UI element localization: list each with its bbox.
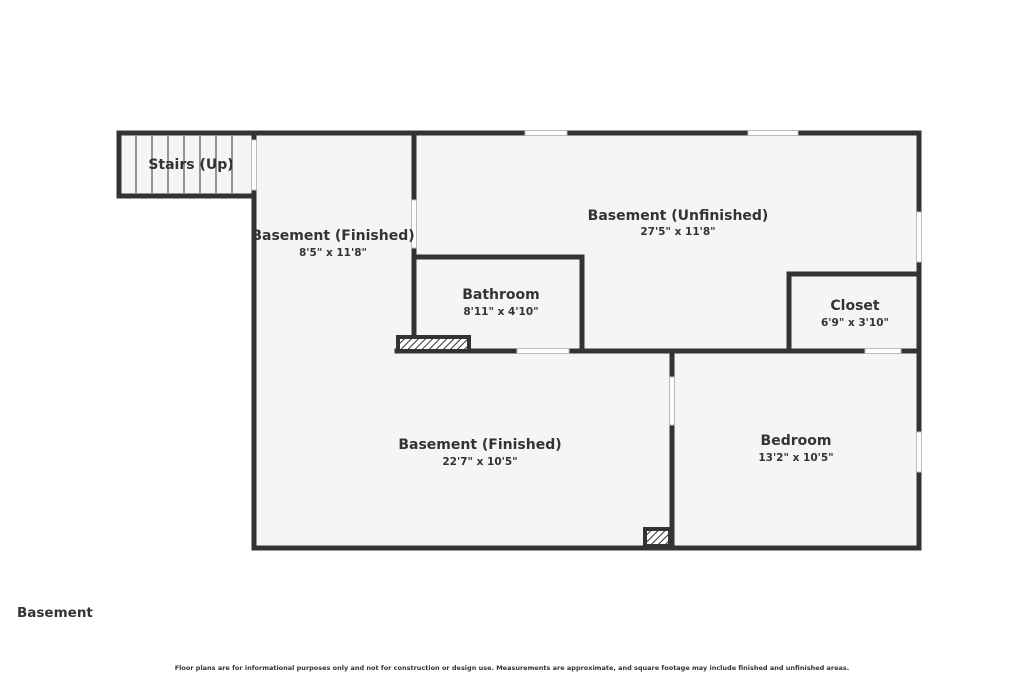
window	[747, 130, 799, 136]
room-name-bathroom: Bathroom	[462, 287, 540, 303]
window	[916, 211, 922, 263]
room-name-closet: Closet	[830, 298, 880, 314]
room-dims-bedroom: 13'2" x 10'5"	[758, 452, 833, 464]
floor-area	[119, 133, 919, 548]
window	[916, 431, 922, 473]
stair-treads	[135, 136, 233, 193]
room-name-stairs: Stairs (Up)	[148, 157, 233, 173]
room-dims-bathroom: 8'11" x 4'10"	[463, 306, 538, 318]
openings	[251, 130, 922, 473]
hatched-counter	[396, 335, 471, 353]
room-dims-closet: 6'9" x 3'10"	[821, 317, 889, 329]
room-name-bedroom: Bedroom	[761, 433, 832, 449]
doorway	[516, 348, 570, 354]
doorway	[669, 376, 675, 426]
hatched-column	[643, 527, 672, 548]
room-name-basement-unfinished: Basement (Unfinished)	[588, 208, 769, 224]
disclaimer-text: Floor plans are for informational purpos…	[174, 664, 850, 672]
room-name-basement-finished-lower: Basement (Finished)	[398, 437, 561, 453]
window	[524, 130, 568, 136]
room-dims-basement-unfinished: 27'5" x 11'8"	[640, 226, 715, 238]
room-dims-basement-finished-upper: 8'5" x 11'8"	[299, 247, 367, 259]
doorway	[251, 139, 257, 191]
room-name-basement-finished-upper: Basement (Finished)	[251, 228, 414, 244]
doorway	[411, 199, 417, 249]
doorway	[864, 348, 902, 354]
room-dims-basement-finished-lower: 22'7" x 10'5"	[442, 456, 517, 468]
floor-label: Basement	[17, 605, 93, 621]
